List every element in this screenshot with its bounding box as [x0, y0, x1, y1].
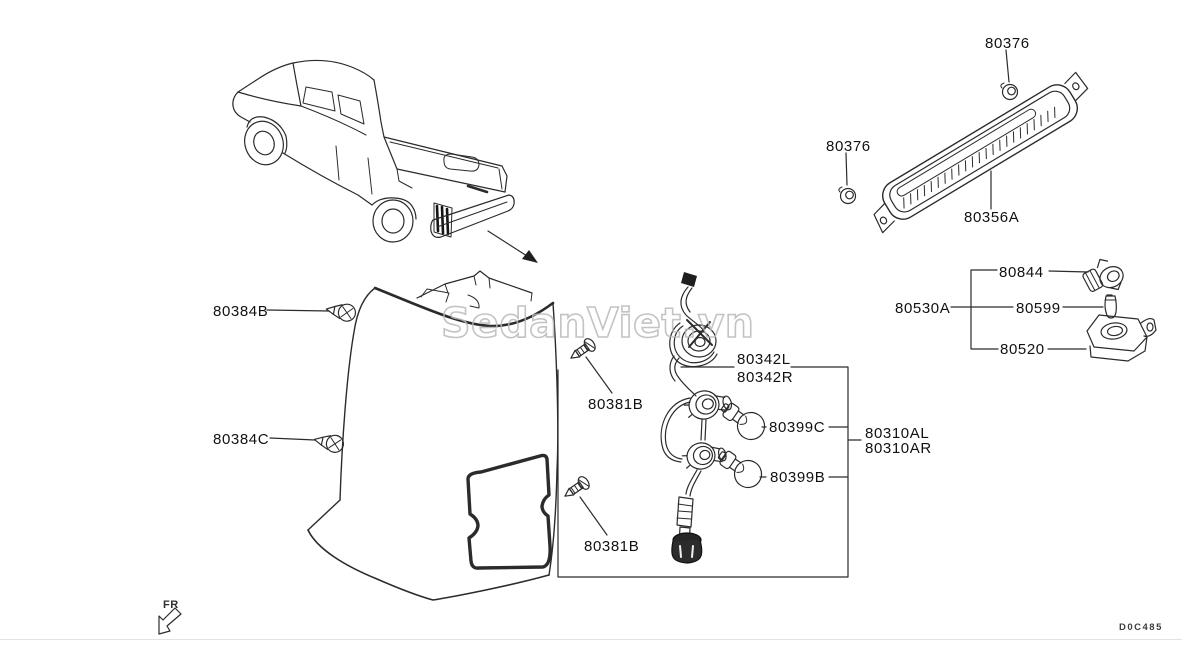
gasket-outline	[466, 453, 552, 570]
socket-lower	[681, 442, 727, 470]
drawing-code: D0C485	[1119, 622, 1163, 633]
part-label-clip-upper: 80384B	[213, 303, 268, 320]
part-label-license-socket: 80844	[999, 264, 1044, 281]
fr-marker-label: FR	[163, 599, 179, 611]
socket-upper	[683, 390, 733, 420]
part-label-bulb-upper: 80399C	[769, 419, 825, 436]
part-label-bulb-lower: 80399B	[770, 469, 825, 486]
part-label-high-mount: 80356A	[964, 209, 1019, 226]
tail-lamp-housing	[307, 270, 559, 601]
pointer-arrow	[487, 230, 538, 263]
part-label-harness-right: 80342R	[737, 369, 793, 386]
grommet-80376-side	[838, 186, 857, 205]
clip-80384B	[325, 303, 357, 322]
license-bulb-80599	[1104, 294, 1117, 319]
grommet-80376-top	[1000, 82, 1019, 101]
clip-80384C	[313, 434, 345, 453]
truck-illustration	[232, 59, 515, 243]
part-label-license-bulb: 80599	[1016, 300, 1061, 317]
part-label-tail-lamp-right: 80310AR	[865, 440, 932, 457]
part-label-screw-upper: 80381B	[588, 396, 643, 413]
part-label-grommet-top: 80376	[985, 35, 1030, 52]
license-lamp-80520	[1086, 314, 1157, 362]
part-label-tail-lamp-left: 80310AL	[865, 425, 929, 442]
harness-80342	[660, 272, 733, 564]
high-mount-stop-lamp	[873, 71, 1089, 234]
part-label-license-lamp: 80520	[1000, 341, 1045, 358]
part-label-grommet-side: 80376	[826, 138, 871, 155]
screw-80381B-upper	[570, 338, 596, 359]
license-lamp-socket-80844	[1082, 258, 1124, 292]
part-label-harness-left: 80342L	[737, 351, 791, 368]
bulb-80399B	[717, 450, 763, 489]
part-label-screw-lower: 80381B	[584, 538, 639, 555]
bulb-80399C	[720, 402, 766, 441]
part-label-license-assy: 80530A	[895, 300, 950, 317]
screw-80381B-lower	[564, 476, 590, 497]
part-label-clip-lower: 80384C	[213, 431, 269, 448]
fr-direction-arrow	[158, 607, 182, 635]
